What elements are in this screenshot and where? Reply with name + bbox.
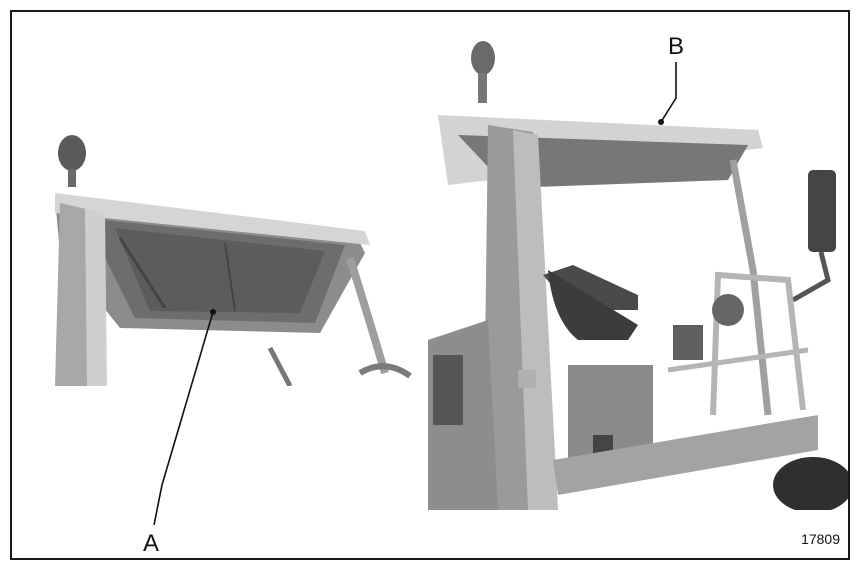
figure-number: 17809 xyxy=(801,531,840,547)
figure-frame xyxy=(10,10,850,560)
photo-machine-cab xyxy=(428,40,848,510)
cab-roof-underside-illustration xyxy=(55,135,412,386)
callout-label-a: A xyxy=(143,530,160,557)
callout-label-b: B xyxy=(668,33,685,60)
machine-cab-illustration xyxy=(428,41,848,510)
photo-cab-roof-underside xyxy=(25,133,417,386)
